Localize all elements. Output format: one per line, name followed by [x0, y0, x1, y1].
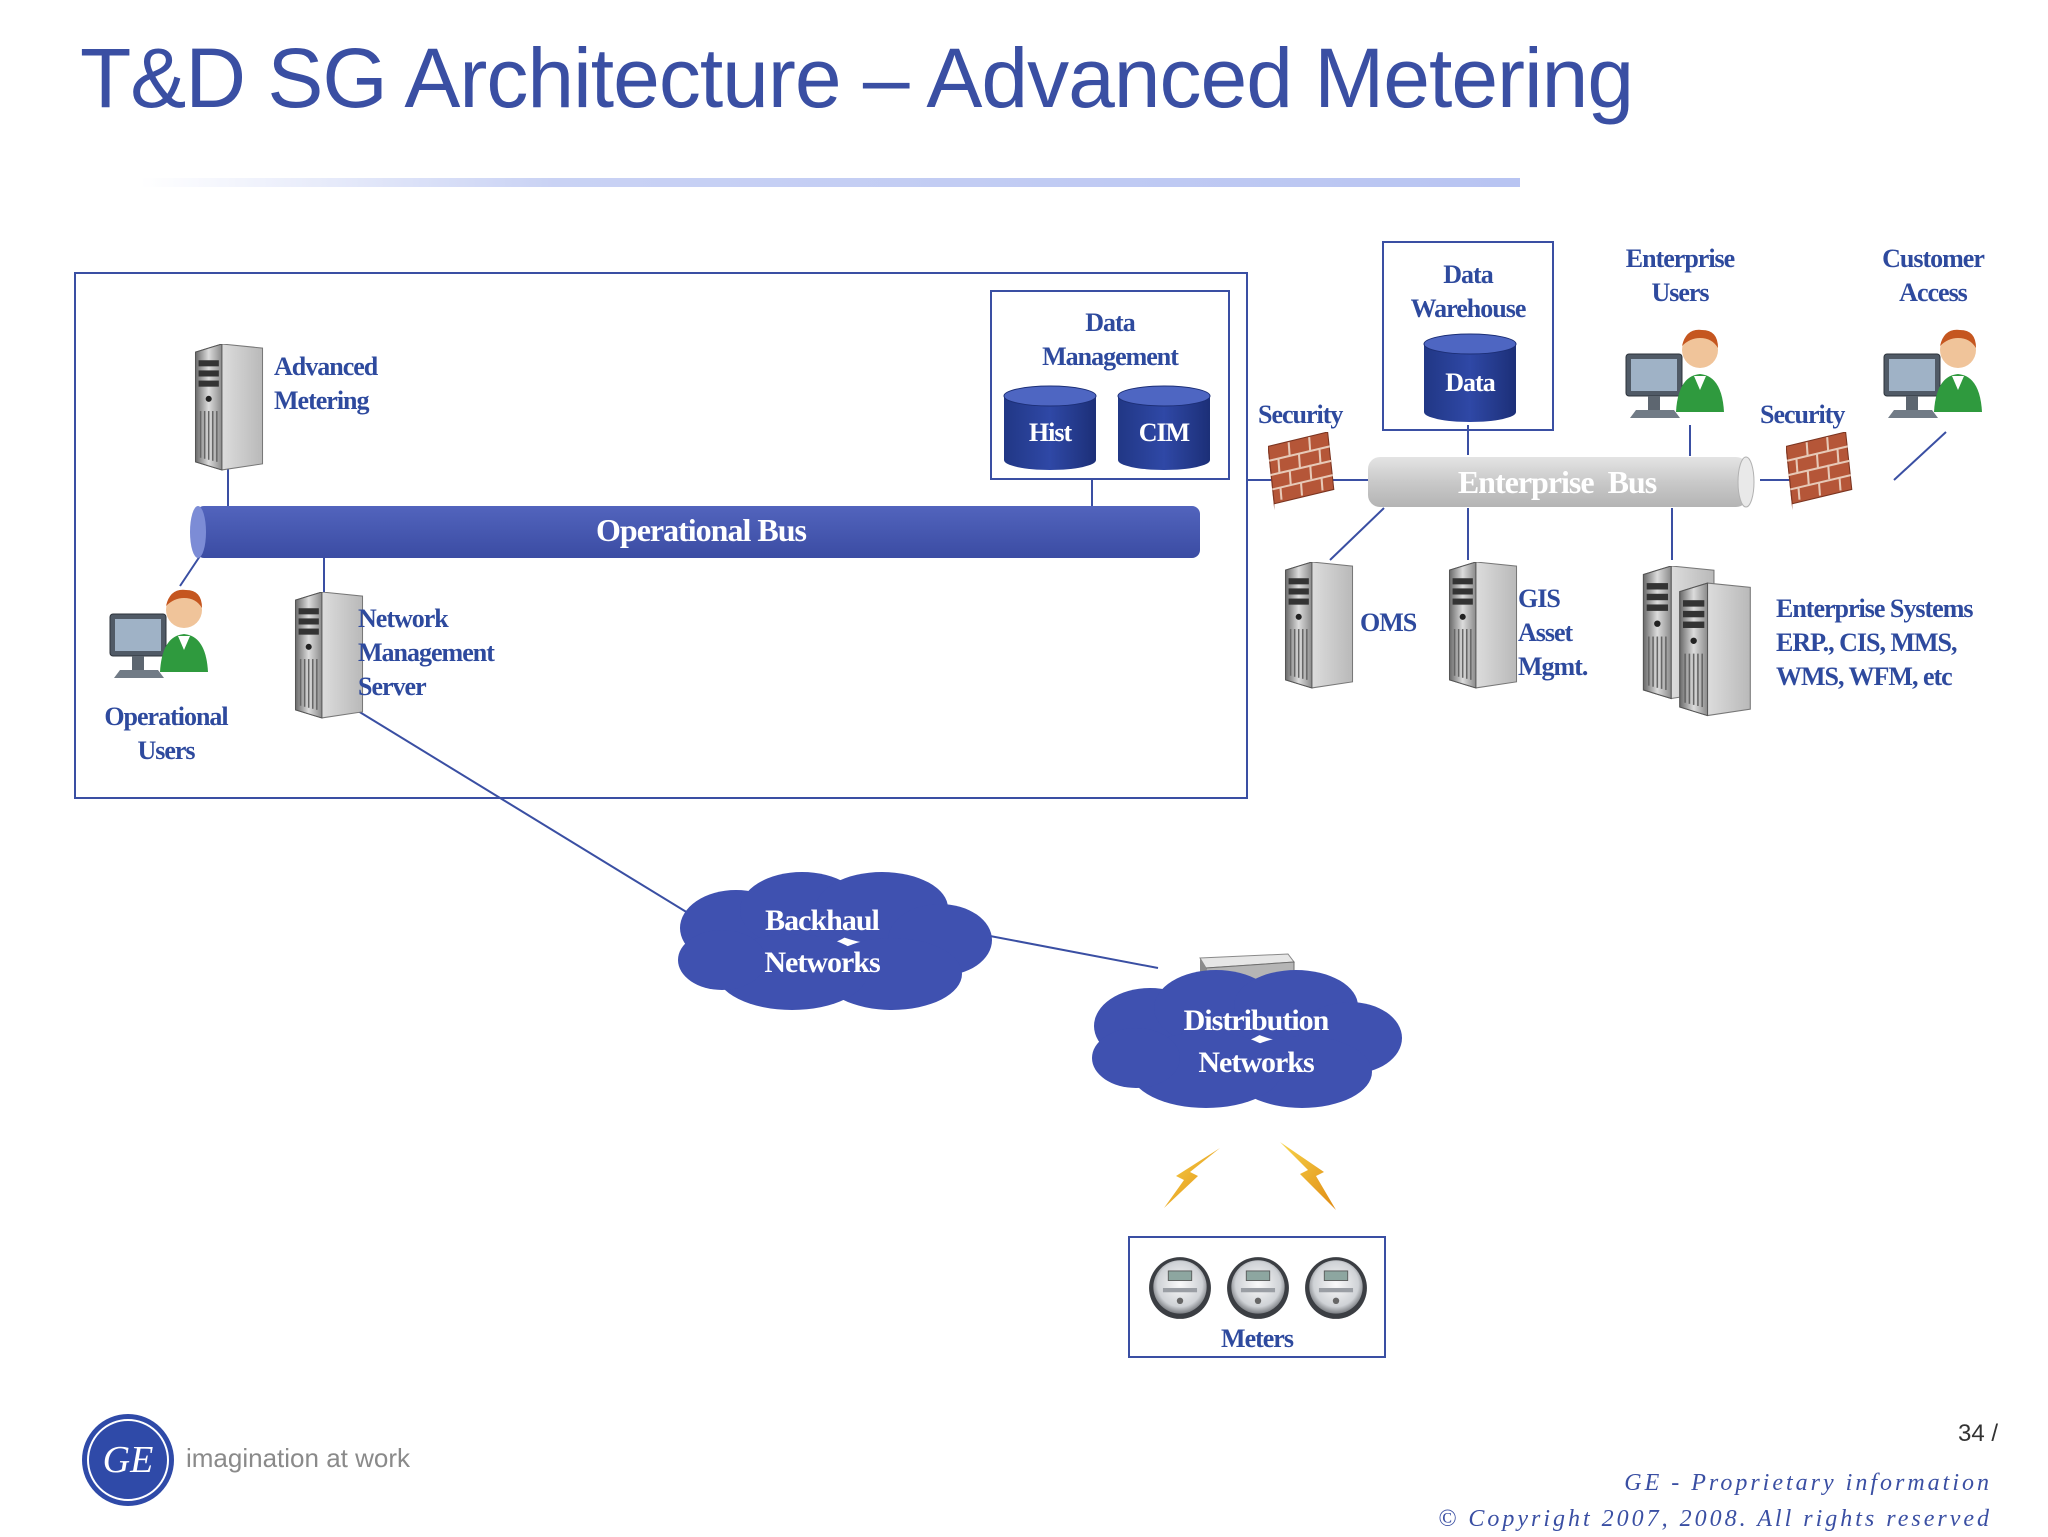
electric-meter-3-icon[interactable]	[1304, 1256, 1368, 1320]
data-management-box	[990, 290, 1230, 480]
backhaul-network-label: Backhaul Networks	[764, 904, 880, 979]
advanced-metering-server-icon[interactable]	[186, 344, 270, 474]
gis-server-icon[interactable]	[1440, 562, 1524, 692]
oms-label: OMS	[1360, 608, 1417, 637]
network-management-server-label: Network Management Server	[358, 604, 495, 701]
meters-label: Meters	[1221, 1324, 1294, 1353]
electric-meter-1-icon[interactable]	[1148, 1256, 1212, 1320]
copyright-notice: GE - Proprietary information © Copyright…	[1438, 1470, 1992, 1532]
slide-title: T&D SG Architecture – Advanced Metering	[80, 31, 1634, 125]
distribution-network-cloud-icon[interactable]	[1088, 964, 1406, 1114]
operational-users-label: Operational Users	[104, 702, 228, 765]
cim-database-label: CIM	[1138, 418, 1190, 447]
meters-box	[1128, 1236, 1386, 1358]
firewall-right-icon[interactable]	[1786, 432, 1854, 512]
hist-database-label: Hist	[1028, 418, 1072, 447]
distribution-network-label: Distribution Networks	[1183, 1004, 1330, 1079]
data-warehouse-box	[1382, 241, 1554, 431]
operational-bus-pipe[interactable]	[188, 504, 1214, 560]
tagline: imagination at work	[186, 1443, 410, 1473]
security-label-left: Security	[1258, 400, 1343, 429]
data-warehouse-store-label: Data	[1445, 368, 1495, 397]
title-underline	[140, 178, 1520, 187]
enterprise-bus-label: Enterprise Bus	[1457, 464, 1657, 500]
enterprise-bus-pipe[interactable]	[1362, 454, 1760, 510]
gis-asset-mgmt-label: GIS Asset Mgmt.	[1518, 584, 1588, 681]
operational-domain-box	[74, 272, 1248, 799]
wireless-lightning-left-icon	[1164, 1148, 1220, 1208]
enterprise-systems-server-icon[interactable]	[1634, 566, 1764, 722]
data-warehouse-label: Data Warehouse	[1410, 260, 1527, 323]
operational-bus-label: Operational Bus	[596, 512, 807, 548]
advanced-metering-label: Advanced Metering	[274, 352, 378, 415]
ge-logo-icon: GE	[82, 1414, 174, 1506]
data-management-label: Data Management	[1042, 308, 1179, 371]
enterprise-systems-label: Enterprise Systems ERP., CIS, MMS, WMS, …	[1776, 594, 1973, 691]
wireless-lightning-right-icon	[1280, 1142, 1336, 1210]
customer-access-icon[interactable]	[1878, 320, 1988, 424]
security-label-right: Security	[1760, 400, 1845, 429]
cim-database-icon[interactable]	[1116, 384, 1212, 472]
operational-users-icon[interactable]	[104, 580, 214, 684]
hist-database-icon[interactable]	[1002, 384, 1098, 472]
backhaul-network-cloud-icon[interactable]	[672, 868, 996, 1016]
ge-logo-text: GE	[103, 1439, 154, 1481]
electric-meter-2-icon[interactable]	[1226, 1256, 1290, 1320]
customer-access-label: Customer Access	[1882, 244, 1985, 307]
enterprise-users-label: Enterprise Users	[1625, 244, 1735, 307]
enterprise-users-icon[interactable]	[1620, 320, 1730, 424]
firewall-left-icon[interactable]	[1268, 432, 1336, 512]
data-warehouse-database-icon[interactable]	[1422, 332, 1518, 424]
oms-server-icon[interactable]	[1276, 562, 1360, 692]
page-number: 34 /	[1957, 1420, 1998, 1447]
